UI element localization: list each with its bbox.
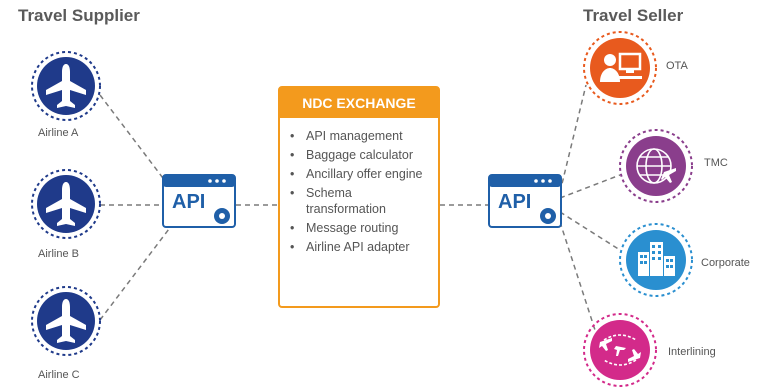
airplane-icon bbox=[31, 286, 101, 356]
connector-tmc bbox=[559, 174, 621, 199]
corporate-node bbox=[618, 222, 694, 298]
tmc-label: TMC bbox=[704, 157, 728, 169]
airline-b-node bbox=[30, 168, 102, 240]
airplane-icon bbox=[31, 169, 101, 239]
person-computer-icon bbox=[583, 31, 657, 105]
buildings-icon bbox=[619, 223, 693, 297]
ota-node bbox=[582, 30, 658, 106]
feature-item: •Airline API adapter bbox=[290, 240, 410, 254]
connector-airline-a bbox=[99, 94, 173, 191]
api-box-seller-side: API bbox=[488, 174, 562, 228]
airline-b-label: Airline B bbox=[38, 248, 79, 260]
ota-label: OTA bbox=[666, 60, 688, 72]
feature-item: •API management bbox=[290, 129, 403, 143]
airline-a-node bbox=[30, 50, 102, 122]
gear-icon bbox=[214, 208, 230, 224]
tmc-node bbox=[618, 128, 694, 204]
connector-interlining bbox=[559, 221, 596, 331]
connected-planes-icon bbox=[583, 313, 657, 387]
ndc-exchange-box: NDC EXCHANGE •API management •Baggage ca… bbox=[278, 86, 440, 308]
connector-ota bbox=[559, 84, 587, 193]
api-box-supplier-side: API bbox=[162, 174, 236, 228]
travel-supplier-heading: Travel Supplier bbox=[18, 6, 140, 25]
interlining-label: Interlining bbox=[668, 346, 716, 358]
feature-item: •Baggage calculator bbox=[290, 148, 414, 162]
feature-item: •Ancillary offer engine bbox=[290, 167, 423, 181]
feature-item: •Message routing bbox=[290, 221, 399, 235]
airplane-icon bbox=[31, 51, 101, 121]
feature-list: •API management •Baggage calculator •Anc… bbox=[280, 128, 438, 255]
travel-seller-heading: Travel Seller bbox=[583, 6, 684, 25]
feature-item: •Schema transformation bbox=[290, 186, 386, 216]
corporate-label: Corporate bbox=[701, 257, 750, 269]
airline-c-node bbox=[30, 285, 102, 357]
connector-corporate bbox=[559, 211, 621, 251]
connector-airline-c bbox=[99, 224, 173, 321]
interlining-node bbox=[582, 312, 658, 388]
api-label: API bbox=[498, 191, 532, 213]
gear-icon bbox=[540, 208, 556, 224]
airline-a-label: Airline A bbox=[38, 127, 79, 139]
globe-plane-icon bbox=[619, 129, 693, 203]
api-label: API bbox=[172, 191, 206, 213]
airline-c-label: Airline C bbox=[38, 369, 80, 381]
ndc-exchange-title: NDC EXCHANGE bbox=[280, 88, 438, 118]
